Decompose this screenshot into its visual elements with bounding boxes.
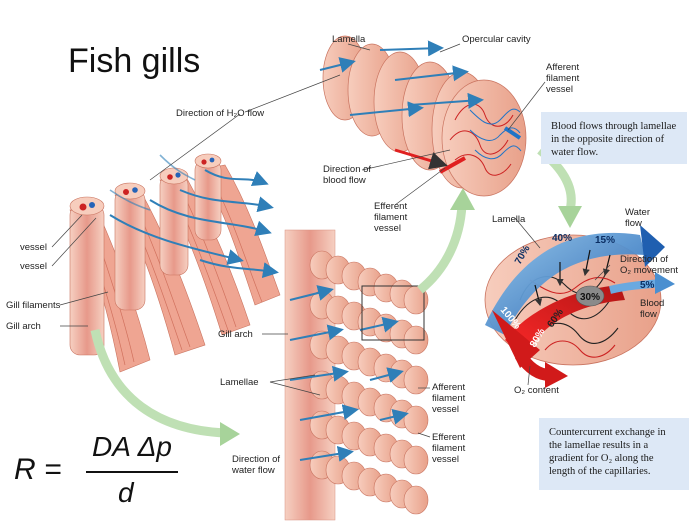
label-blood-flow-2: flow	[640, 309, 657, 320]
label-afferent-top-1: Afferent	[546, 62, 579, 73]
formula-fraction-bar	[86, 471, 178, 473]
gill-arch-cluster	[69, 153, 281, 373]
pct-blood-30: 30%	[580, 292, 600, 303]
label-afferent-bottom-1: Afferent	[432, 382, 465, 393]
formula-denominator: d	[118, 477, 134, 508]
label-efferent-mid-3: vessel	[374, 223, 401, 234]
pct-water-15: 15%	[595, 235, 615, 246]
label-direction-water-flow-2: water flow	[231, 465, 275, 476]
label-efferent-mid-2: filament	[374, 212, 408, 223]
label-o2-content: O₂ content	[514, 385, 559, 396]
diffusion-formula: R = DA Δp d	[10, 425, 200, 525]
label-afferent-top-2: filament	[546, 73, 580, 84]
label-vessel-1: vessel	[20, 242, 47, 253]
label-vessel-2: vessel	[20, 261, 47, 272]
label-gill-filaments: Gill filaments	[6, 300, 61, 311]
caption-bottom: Countercurrent exchange in the lamellae …	[539, 418, 689, 490]
pct-water-40: 40%	[552, 233, 572, 244]
label-efferent-bottom-1: Efferent	[432, 432, 465, 443]
zoom-arrow-left	[90, 329, 226, 438]
pct-water-5: 5%	[640, 280, 655, 291]
lamellae-stack	[284, 229, 429, 521]
label-water-flow-1: Water	[625, 207, 650, 218]
label-efferent-bottom-3: vessel	[432, 454, 459, 465]
label-direction-blood-flow-1: Direction of	[323, 164, 371, 175]
formula-numerator: DA Δp	[92, 431, 172, 462]
label-water-flow-2: flow	[625, 218, 642, 229]
label-lamella-top: Lamella	[332, 34, 366, 45]
label-direction-water-flow-1: Direction of	[232, 454, 280, 465]
label-gill-arch-left: Gill arch	[6, 321, 41, 332]
countercurrent-detail	[484, 225, 675, 388]
label-efferent-mid-1: Efferent	[374, 201, 407, 212]
label-afferent-bottom-3: vessel	[432, 404, 459, 415]
label-lamella-right: Lamella	[492, 214, 526, 225]
page-title: Fish gills	[68, 42, 201, 80]
label-afferent-top-3: vessel	[546, 84, 573, 95]
label-blood-flow-1: Blood	[640, 298, 664, 309]
lamella-closeup	[319, 35, 527, 197]
label-opercular-cavity: Opercular cavity	[462, 34, 531, 45]
label-direction-blood-flow-2: blood flow	[323, 175, 366, 186]
label-direction-h2o-flow: Direction of H₂O flow	[176, 108, 264, 119]
formula-lhs: R =	[14, 453, 62, 486]
label-afferent-bottom-2: filament	[432, 393, 466, 404]
label-gill-arch-mid: Gill arch	[218, 329, 253, 340]
label-direction-o2-2: O₂ movement	[620, 265, 678, 276]
label-lamellae: Lamellae	[220, 377, 259, 388]
caption-top: Blood flows through lamellae in the oppo…	[541, 112, 687, 164]
label-direction-o2-1: Direction of	[620, 254, 668, 265]
label-efferent-bottom-2: filament	[432, 443, 466, 454]
